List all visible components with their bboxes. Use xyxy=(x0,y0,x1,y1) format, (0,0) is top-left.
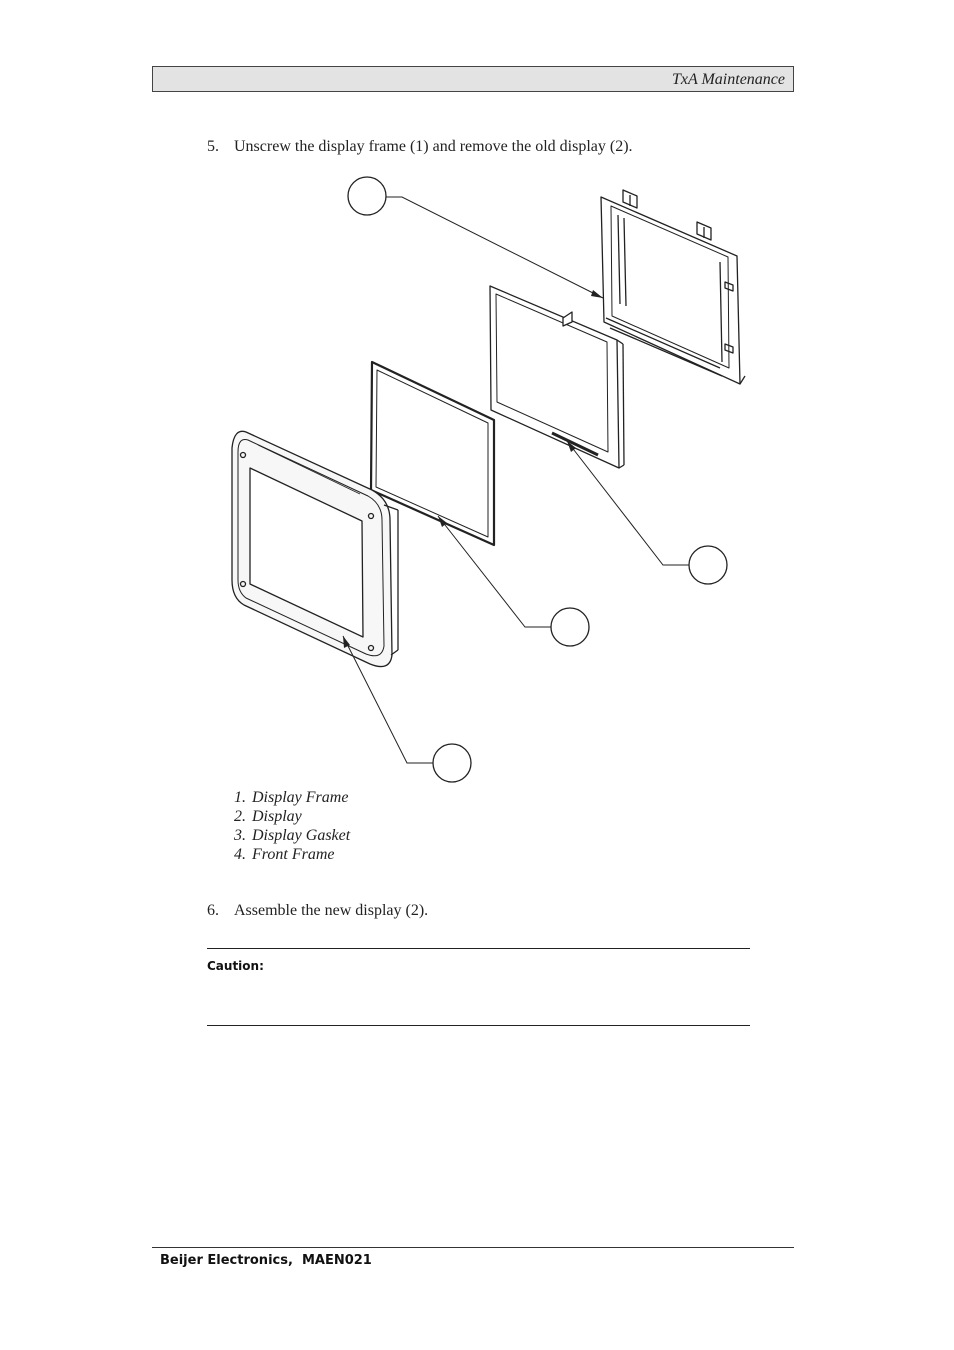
step-number: 5. xyxy=(207,138,219,155)
callout-circle-1 xyxy=(347,176,387,216)
callout-leader-1 xyxy=(386,196,604,299)
legend-item: 4. Front Frame xyxy=(234,845,350,864)
arrowhead-4 xyxy=(343,636,350,648)
page-header: TxA Maintenance xyxy=(152,66,794,92)
arrowhead-1 xyxy=(591,290,603,298)
caution-top-rule xyxy=(207,948,750,949)
display-gasket-drawing xyxy=(369,360,496,547)
callout-leader-2 xyxy=(566,440,689,566)
legend-item: 1. Display Frame xyxy=(234,788,350,807)
display-frame-drawing xyxy=(600,189,746,385)
legend-label: Display Frame xyxy=(252,789,349,806)
parts-legend: 1. Display Frame 2. Display 3. Display Gask… xyxy=(234,788,350,864)
legend-label: Front Frame xyxy=(252,846,335,863)
callout-circle-4 xyxy=(432,743,472,783)
step-text: Unscrew the display frame (1) and remove… xyxy=(234,138,633,155)
legend-label: Display Gasket xyxy=(252,827,351,844)
legend-item: 3. Display Gasket xyxy=(234,826,350,845)
arrowhead-2 xyxy=(567,441,576,452)
legend-number: 1. xyxy=(234,789,246,806)
footer-rule xyxy=(152,1247,794,1248)
exploded-view-diagram xyxy=(231,176,746,783)
footer-text: Beijer Electronics, MAEN021 xyxy=(160,1253,372,1268)
step-text: Assemble the new display (2). xyxy=(234,902,429,919)
legend-label: Display xyxy=(252,808,302,825)
header-title: TxA Maintenance xyxy=(671,71,785,88)
legend-number: 3. xyxy=(234,827,246,844)
front-frame-drawing xyxy=(231,430,399,668)
step-number: 6. xyxy=(207,902,219,919)
legend-item: 2. Display xyxy=(234,807,350,826)
callout-leader-4 xyxy=(342,635,433,764)
caution-label: Caution: xyxy=(207,959,264,973)
callout-circle-3 xyxy=(550,607,590,647)
callout-circle-2 xyxy=(688,545,728,585)
caution-bottom-rule xyxy=(207,1025,750,1026)
legend-number: 2. xyxy=(234,808,246,825)
arrowhead-3 xyxy=(438,516,447,527)
legend-number: 4. xyxy=(234,846,246,863)
display-drawing xyxy=(489,285,625,469)
callout-leader-3 xyxy=(437,515,551,628)
